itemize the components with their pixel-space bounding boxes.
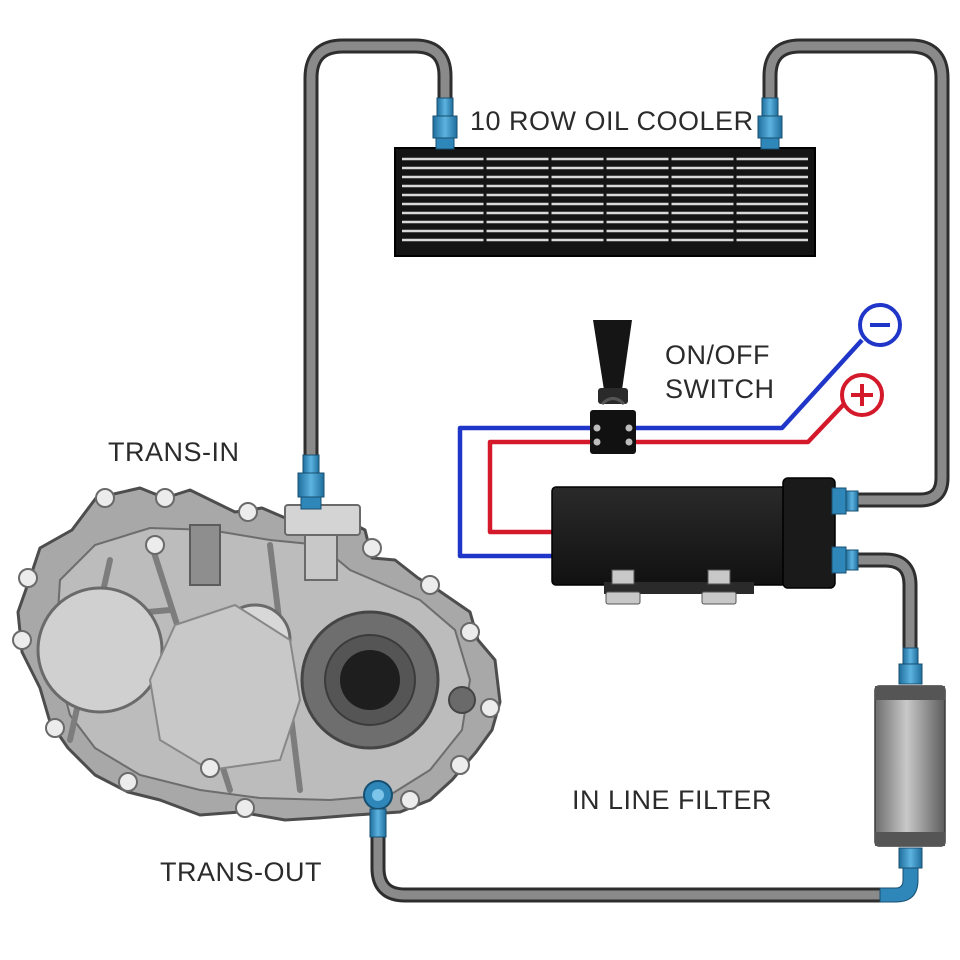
oil-pump [551, 477, 836, 605]
fitting-pump-outlet [831, 546, 859, 574]
oil-cooler [394, 147, 816, 257]
negative-wire [457, 338, 864, 559]
trans-in-label: TRANS-IN [108, 437, 240, 467]
in-line-filter-label: IN LINE FILTER [572, 785, 773, 815]
transfer-case [12, 486, 502, 822]
fitting-trans-in [297, 454, 325, 510]
fitting-cooler-outlet [757, 97, 783, 150]
positive-wire [487, 401, 847, 535]
hose-trans-in-to-cooler [303, 38, 453, 470]
trans-out-label: TRANS-OUT [160, 857, 322, 887]
plus-terminal-icon [840, 373, 884, 417]
switch-label-line2: SWITCH [665, 374, 775, 404]
minus-terminal-icon [858, 303, 902, 347]
toggle-switch-icon [590, 320, 636, 454]
in-line-filter [874, 685, 946, 847]
switch-label-line1: ON/OFF [665, 340, 770, 370]
fitting-trans-out [363, 780, 393, 838]
hose-cooler-to-pump [762, 38, 950, 508]
oil-cooler-label: 10 ROW OIL COOLER [470, 106, 754, 136]
fitting-cooler-inlet [432, 97, 458, 150]
hose-pump-to-filter [840, 552, 918, 663]
hose-filter-to-trans-out [370, 800, 888, 903]
fitting-filter-bottom [879, 847, 923, 903]
fitting-filter-top [898, 647, 923, 685]
fitting-pump-inlet [831, 487, 859, 515]
